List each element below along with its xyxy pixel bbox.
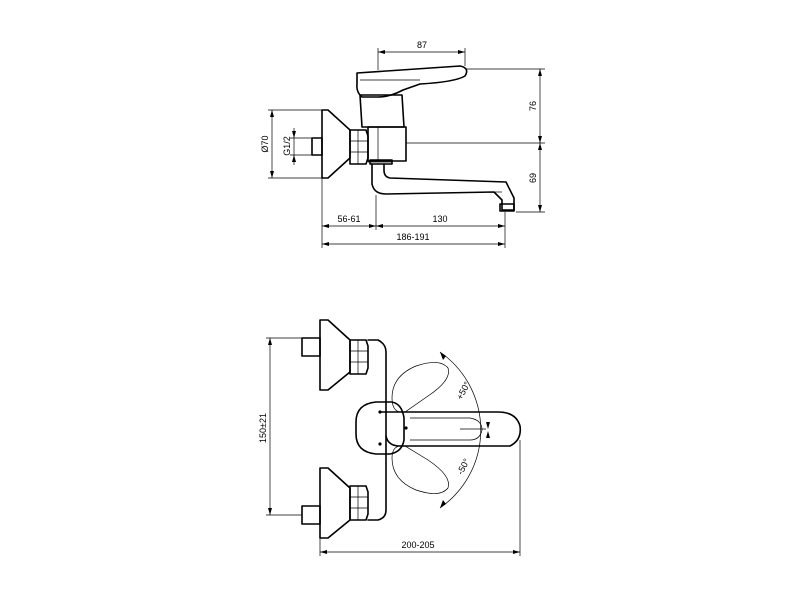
top-lower-flange	[319, 467, 351, 539]
side-mixer-body	[367, 126, 407, 162]
top-view: +50° -50° 150±21 200-205	[258, 319, 522, 556]
dim-height-upper-label: 76	[528, 101, 538, 111]
top-mixer-body	[367, 339, 387, 521]
dim-angle-down-label: -50°	[455, 457, 472, 477]
top-upper-flange	[319, 319, 351, 391]
dim-spout-reach-label: 130	[432, 214, 447, 224]
dim-handle-reach-label: 87	[417, 40, 427, 50]
dim-total-length-label: 186-191	[396, 232, 429, 242]
side-spout	[371, 163, 515, 211]
top-cartridge	[355, 401, 405, 455]
top-lower-nut	[349, 485, 369, 521]
top-handle-position-down	[391, 445, 449, 494]
top-center-point	[378, 410, 382, 414]
side-cartridge-housing	[359, 94, 405, 128]
dim-angle-up-label: +50°	[455, 380, 473, 402]
side-union-nut	[349, 129, 369, 165]
side-wall-flange	[321, 109, 351, 179]
dim-total-width-label: 200-205	[401, 540, 434, 550]
top-lower-stub	[301, 505, 321, 525]
dim-diameter-label: Ø70	[260, 135, 270, 152]
top-main-handle	[379, 411, 522, 447]
dim-height-lower-label: 69	[528, 173, 538, 183]
dim-center-distance-label: 150±21	[258, 413, 268, 443]
top-upper-nut	[349, 339, 369, 375]
side-lever-handle	[356, 65, 468, 98]
top-upper-stub	[301, 337, 321, 357]
side-eccentric-stub	[311, 137, 323, 156]
dim-thread-label: G1/2	[282, 136, 292, 156]
side-view: 87 76 69 Ø70 G1/2 56	[260, 40, 545, 248]
top-angle-arc	[439, 351, 482, 509]
dim-wall-offset-label: 56-61	[337, 214, 360, 224]
top-handle-position-up	[391, 362, 449, 413]
